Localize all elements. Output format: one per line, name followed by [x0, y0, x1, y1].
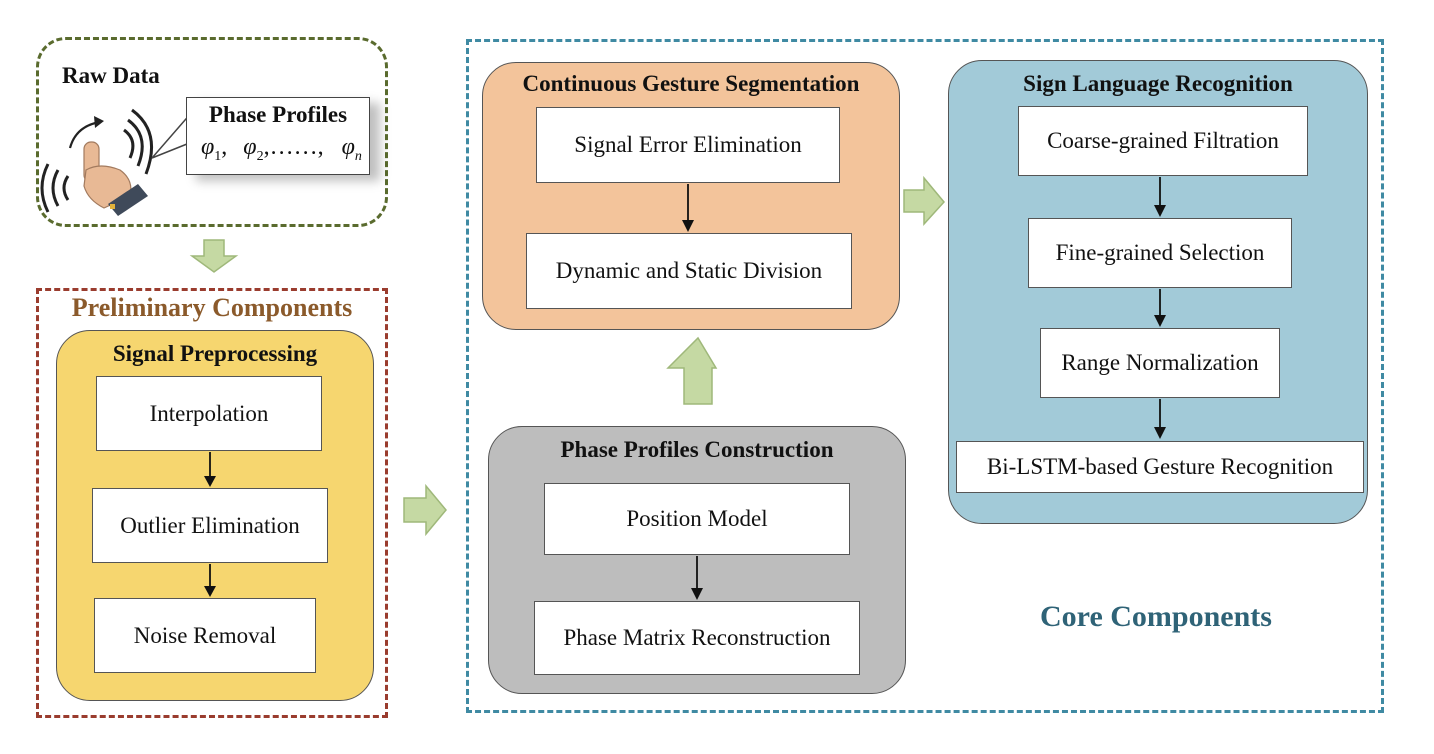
- phase-profiles-callout: Phase Profiles φ1, φ2,……, φn: [186, 97, 370, 175]
- range-normalization-box: Range Normalization: [1040, 328, 1280, 398]
- core-components-title: Core Components: [1040, 600, 1272, 633]
- raw-data-title: Raw Data: [62, 63, 160, 88]
- phi-1-subscript: 1: [214, 148, 222, 164]
- gesture-segmentation-title: Continuous Gesture Segmentation: [522, 71, 860, 96]
- callout-title: Phase Profiles: [208, 102, 348, 127]
- phase-matrix-reconstruction-box: Phase Matrix Reconstruction: [534, 601, 860, 675]
- raw-data-frame: [36, 37, 388, 227]
- ellipsis: ,……,: [263, 134, 324, 160]
- comma: ,: [221, 134, 228, 160]
- outlier-elimination-box: Outlier Elimination: [92, 488, 328, 563]
- signal-preprocessing-title: Signal Preprocessing: [112, 341, 318, 366]
- phi-2-symbol: φ: [243, 134, 257, 160]
- phi-n-symbol: φ: [341, 134, 355, 160]
- interpolation-box: Interpolation: [96, 376, 322, 451]
- signal-error-elimination-box: Signal Error Elimination: [536, 107, 840, 183]
- coarse-grained-filtration-box: Coarse-grained Filtration: [1018, 106, 1308, 176]
- preliminary-components-frame: [36, 288, 388, 718]
- callout-pointer: [151, 111, 193, 159]
- hand-gesture-icon: [40, 108, 154, 216]
- phase-construction-title: Phase Profiles Construction: [560, 437, 834, 462]
- preliminary-components-title: Preliminary Components: [71, 293, 353, 322]
- sign-language-recognition-title: Sign Language Recognition: [1023, 71, 1293, 96]
- core-components-frame: [466, 39, 1384, 713]
- position-model-box: Position Model: [544, 483, 850, 555]
- dynamic-static-division-box: Dynamic and Static Division: [526, 233, 852, 309]
- phi-2-subscript: 2: [256, 148, 264, 164]
- phase-symbols: φ1, φ2,……, φn: [201, 134, 362, 165]
- raw-to-preliminary-arrow: [189, 239, 239, 273]
- noise-removal-box: Noise Removal: [94, 598, 316, 673]
- fine-grained-selection-box: Fine-grained Selection: [1028, 218, 1292, 288]
- preliminary-to-core-arrow: [403, 483, 447, 537]
- phi-n-subscript: n: [354, 148, 362, 164]
- bi-lstm-recognition-box: Bi-LSTM-based Gesture Recognition: [956, 441, 1364, 493]
- phi-1-symbol: φ: [201, 134, 215, 160]
